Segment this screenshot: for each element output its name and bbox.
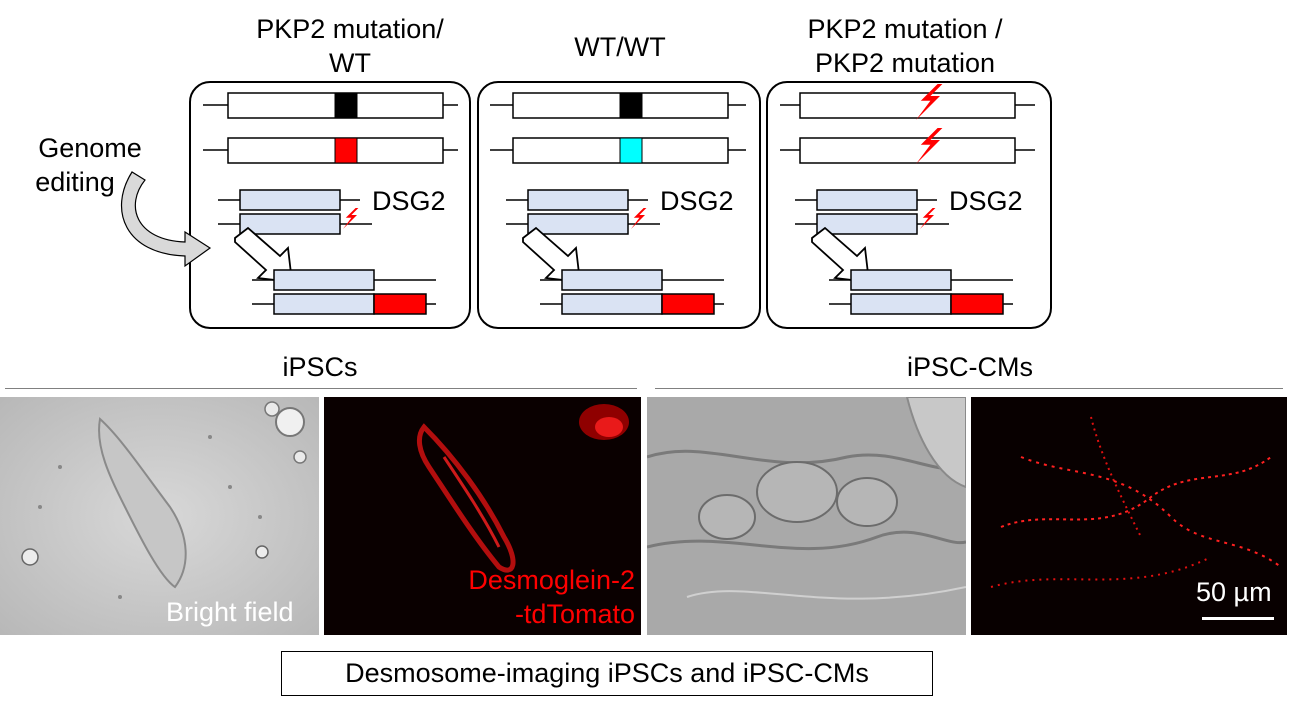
dsg2-label-3: DSG2 (949, 186, 1023, 216)
fluorescence-ipsc-image (324, 397, 641, 635)
allele-mark (334, 137, 358, 164)
bright-field-ipsc-image (0, 397, 319, 635)
bright-field-label: Bright field (166, 597, 294, 627)
group-title-1: PKP2 mutation/ WT (256, 14, 444, 78)
group-box-3 (766, 81, 1052, 329)
allele-mark (334, 92, 358, 119)
group-box-1 (189, 81, 471, 329)
genome-editing-arrow (120, 171, 212, 268)
allele-mark (619, 92, 643, 119)
group-2-alleles (490, 92, 746, 164)
bright-field-ipsc-cm-image (647, 397, 966, 635)
fluorescence-ipsc-cm-image (971, 397, 1287, 635)
scale-bar-label: 50 µm (1196, 577, 1272, 607)
group-3-alleles (780, 84, 1035, 164)
dsg2-label-1: DSG2 (372, 186, 446, 216)
section-label-ipsc-cms: iPSC-CMs (907, 352, 1033, 382)
caption-text: Desmosome-imaging iPSCs and iPSC-CMs (345, 658, 869, 688)
group-title-3: PKP2 mutation / PKP2 mutation (807, 14, 1003, 78)
genome-editing-label: Genome editing (35, 133, 142, 197)
dsg2-label-2: DSG2 (660, 186, 734, 216)
allele-mark (619, 137, 643, 164)
caption-box: Desmosome-imaging iPSCs and iPSC-CMs (281, 651, 933, 696)
schematic-diagram (120, 81, 1052, 329)
group-1-alleles (203, 92, 458, 164)
section-divider-right (655, 388, 1283, 389)
group-title-2: WT/WT (574, 32, 666, 62)
group-box-2 (477, 81, 761, 329)
fluorescence-label: Desmoglein-2 -tdTomato (468, 565, 635, 629)
section-divider-left (5, 388, 637, 389)
section-label-ipscs: iPSCs (282, 352, 358, 382)
scale-bar (1202, 617, 1274, 620)
